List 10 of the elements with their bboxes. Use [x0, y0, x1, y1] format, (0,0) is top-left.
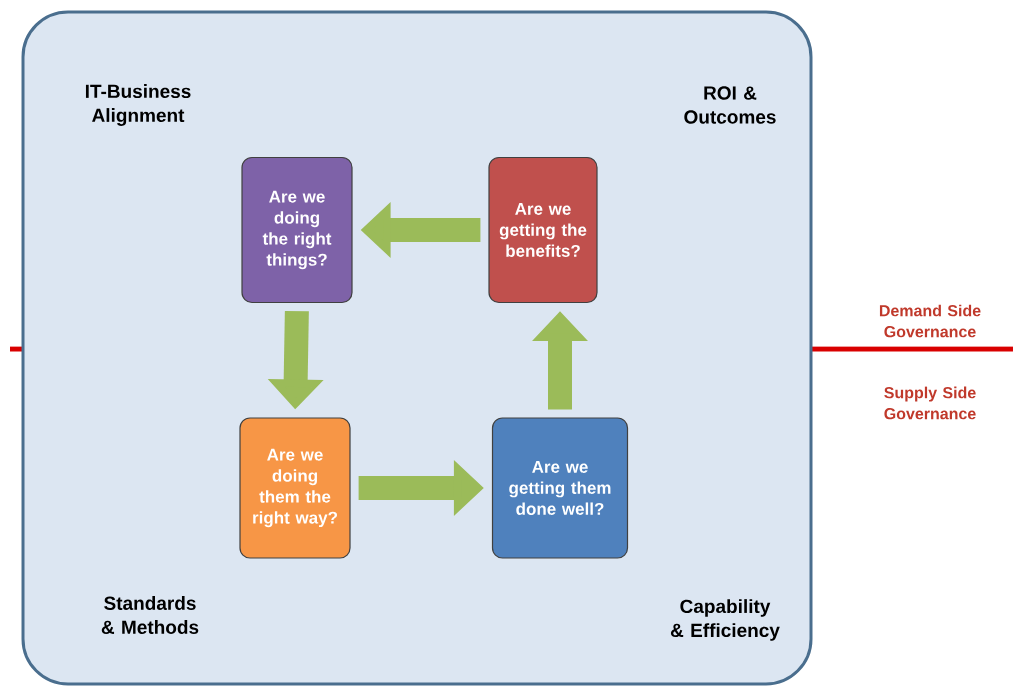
question-box: Are we doing them the right way? — [239, 417, 351, 559]
governance-label: Supply Side Governance — [884, 386, 976, 420]
governance-label: Demand Side Governance — [879, 304, 981, 338]
question-box: Are we getting the benefits? — [488, 156, 598, 304]
corner-heading: ROI & Outcomes — [684, 86, 776, 124]
corner-heading: Capability & Efficiency — [670, 599, 780, 641]
corner-heading: IT-Business Alignment — [85, 84, 191, 126]
question-box: Are we getting them done well? — [491, 417, 629, 559]
question-box: Are we doing the right things? — [241, 156, 353, 304]
corner-heading: Standards & Methods — [101, 596, 199, 634]
